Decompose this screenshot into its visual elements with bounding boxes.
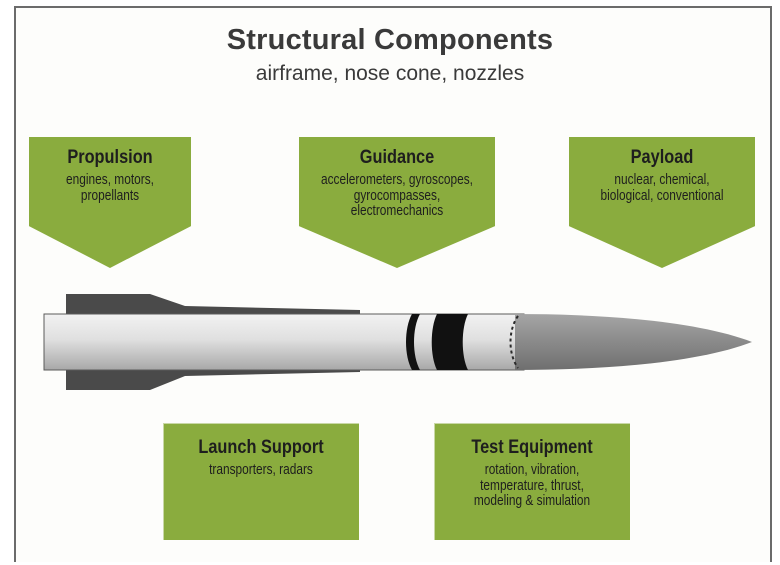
missile-nose-cone	[515, 314, 752, 370]
propulsion-heading: Propulsion	[67, 147, 153, 168]
propulsion-detail: engines, motors, propellants	[66, 172, 154, 204]
missile-upper-fin	[66, 294, 360, 318]
propulsion-chevron: Propulsion engines, motors, propellants	[29, 137, 191, 268]
guidance-detail: accelerometers, gyroscopes, gyrocompasse…	[320, 172, 473, 219]
payload-detail: nuclear, chemical, biological, conventio…	[600, 172, 724, 204]
test-equipment-box: Test Equipment rotation, vibration, temp…	[434, 423, 630, 540]
diagram-frame	[14, 6, 772, 562]
missile-band-2	[431, 314, 468, 370]
launch-support-box: Launch Support transporters, radars	[163, 423, 359, 540]
missile-band-1	[406, 314, 420, 370]
launch-support-heading: Launch Support	[198, 437, 324, 458]
test-equipment-detail: rotation, vibration, temperature, thrust…	[473, 462, 591, 509]
launch-support-detail: transporters, radars	[209, 462, 313, 478]
guidance-heading: Guidance	[359, 147, 435, 168]
missile-lower-fin	[66, 366, 360, 390]
test-equipment-heading: Test Equipment	[471, 437, 593, 458]
diagram-subtitle: airframe, nose cone, nozzles	[255, 62, 525, 85]
diagram-title: Structural Components	[226, 24, 554, 56]
payload-heading: Payload	[630, 147, 694, 168]
nose-seam	[509, 315, 519, 369]
